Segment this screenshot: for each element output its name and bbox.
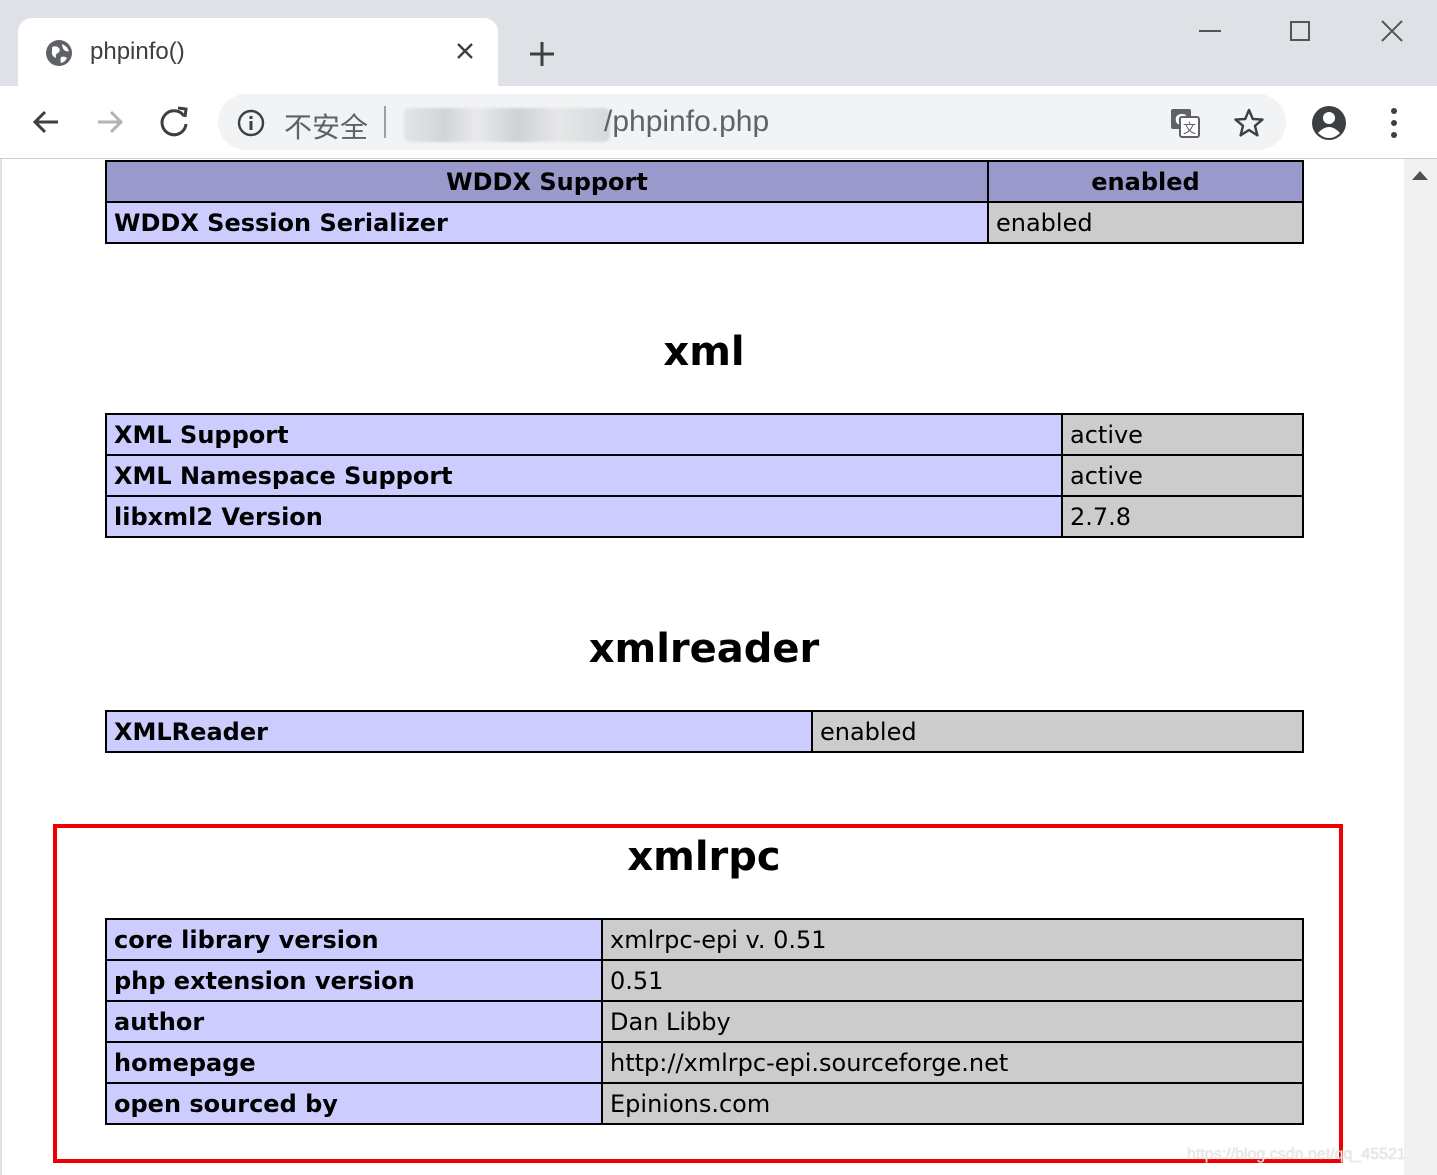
row-value: http://xmlrpc-epi.sourceforge.net bbox=[601, 1041, 1304, 1084]
row-name: XML Namespace Support bbox=[105, 454, 1063, 497]
reload-button[interactable] bbox=[152, 100, 196, 144]
table-row: WDDX Session Serializer enabled bbox=[105, 201, 1304, 244]
row-name: XMLReader bbox=[105, 710, 813, 753]
forward-button[interactable] bbox=[88, 100, 132, 144]
table-row: libxml2 Version 2.7.8 bbox=[105, 495, 1304, 538]
wddx-table: WDDX Support enabled WDDX Session Serial… bbox=[105, 160, 1304, 244]
address-bar[interactable]: 不安全 /phpinfo.php G 文 bbox=[218, 94, 1286, 150]
xml-table: XML Support active XML Namespace Support… bbox=[105, 413, 1304, 538]
maximize-icon[interactable] bbox=[1280, 14, 1320, 50]
row-name: XML Support bbox=[105, 413, 1063, 456]
security-label[interactable]: 不安全 bbox=[284, 111, 369, 144]
row-value: Epinions.com bbox=[601, 1082, 1304, 1125]
back-button[interactable] bbox=[24, 100, 68, 144]
divider bbox=[384, 106, 386, 138]
table-row: core library version xmlrpc-epi v. 0.51 bbox=[105, 918, 1304, 961]
row-value: enabled bbox=[811, 710, 1304, 753]
table-row: author Dan Libby bbox=[105, 1000, 1304, 1043]
row-name: homepage bbox=[105, 1041, 603, 1084]
table-row: open sourced by Epinions.com bbox=[105, 1082, 1304, 1125]
plus-icon[interactable] bbox=[524, 36, 560, 72]
highlight-box bbox=[53, 824, 1343, 1163]
tab-title: phpinfo() bbox=[90, 38, 185, 65]
page-viewport: WDDX Support enabled WDDX Session Serial… bbox=[0, 159, 1404, 1175]
tab-strip: phpinfo() bbox=[0, 0, 1437, 88]
row-value: 0.51 bbox=[601, 959, 1304, 1002]
row-name: WDDX Session Serializer bbox=[105, 201, 989, 244]
browser-toolbar: 不安全 /phpinfo.php G 文 bbox=[0, 86, 1437, 159]
table-row: php extension version 0.51 bbox=[105, 959, 1304, 1002]
section-title-xmlrpc: xmlrpc bbox=[627, 834, 781, 880]
row-value: enabled bbox=[987, 201, 1304, 244]
account-icon[interactable] bbox=[1310, 104, 1348, 142]
row-value: active bbox=[1061, 413, 1304, 456]
close-window-icon[interactable] bbox=[1372, 14, 1412, 50]
row-name: core library version bbox=[105, 918, 603, 961]
row-name: libxml2 Version bbox=[105, 495, 1063, 538]
scroll-up-arrow-icon[interactable] bbox=[1412, 171, 1428, 180]
info-icon[interactable] bbox=[236, 108, 266, 138]
xmlrpc-table: core library version xmlrpc-epi v. 0.51 … bbox=[105, 918, 1304, 1125]
table-header-row: WDDX Support enabled bbox=[105, 160, 1304, 203]
row-value: 2.7.8 bbox=[1061, 495, 1304, 538]
row-value: Dan Libby bbox=[601, 1000, 1304, 1043]
translate-icon[interactable]: G 文 bbox=[1168, 106, 1202, 140]
url-text[interactable]: /phpinfo.php bbox=[604, 105, 770, 138]
globe-icon bbox=[46, 40, 72, 66]
table-row: homepage http://xmlrpc-epi.sourceforge.n… bbox=[105, 1041, 1304, 1084]
row-value: xmlrpc-epi v. 0.51 bbox=[601, 918, 1304, 961]
row-name: open sourced by bbox=[105, 1082, 603, 1125]
star-icon[interactable] bbox=[1232, 106, 1266, 140]
table-row: XMLReader enabled bbox=[105, 710, 1304, 753]
section-title-xml: xml bbox=[663, 329, 745, 375]
section-title-xmlreader: xmlreader bbox=[588, 626, 820, 672]
table-row: XML Namespace Support active bbox=[105, 454, 1304, 497]
table-row: XML Support active bbox=[105, 413, 1304, 456]
browser-tab[interactable]: phpinfo() bbox=[18, 18, 498, 88]
row-name: php extension version bbox=[105, 959, 603, 1002]
close-icon[interactable] bbox=[450, 36, 480, 66]
row-value: active bbox=[1061, 454, 1304, 497]
row-name: author bbox=[105, 1000, 603, 1043]
more-vert-icon[interactable] bbox=[1380, 104, 1408, 142]
watermark: https://blog.csdn.net/qq_45521281 bbox=[1187, 1146, 1404, 1163]
xmlreader-table: XMLReader enabled bbox=[105, 710, 1304, 753]
svg-text:文: 文 bbox=[1183, 122, 1196, 137]
redacted-host bbox=[404, 108, 610, 142]
table-header-name: WDDX Support bbox=[105, 160, 989, 203]
table-header-value: enabled bbox=[987, 160, 1304, 203]
minimize-icon[interactable] bbox=[1190, 14, 1230, 50]
vertical-scrollbar[interactable] bbox=[1404, 159, 1437, 1175]
